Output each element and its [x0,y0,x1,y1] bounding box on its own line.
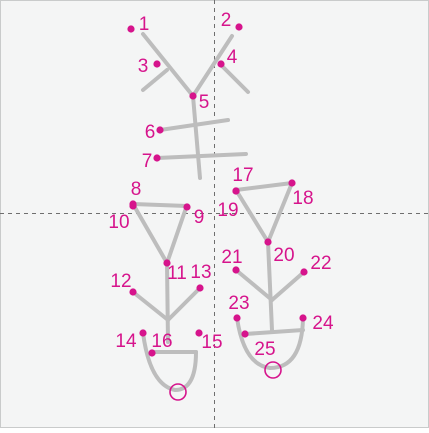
point-dot-2 [235,23,243,31]
point-label-25: 25 [254,339,275,360]
point-dot-15 [195,329,203,337]
point-dot-20 [264,238,272,246]
point-label-5: 5 [199,92,210,113]
point-label-2: 2 [221,10,232,31]
point-label-20: 20 [273,245,294,266]
point-label-16: 16 [151,331,172,352]
point-label-7: 7 [142,151,153,172]
point-dot-24 [299,314,307,322]
stroke-21 [234,268,274,302]
point-dot-14 [139,329,147,337]
stroke-14 [141,331,198,392]
stroke-17 [234,181,294,192]
point-label-13: 13 [190,262,211,283]
point-dot-1 [127,25,135,33]
point-label-17: 17 [232,165,253,186]
stroke-8 [131,202,189,208]
stroke-13 [166,286,202,322]
stroke-4 [218,62,250,94]
end-marker-left [169,383,187,401]
point-label-19: 19 [217,200,238,221]
stroke-22 [270,270,306,302]
point-dot-25 [241,330,249,338]
stroke-6 [158,118,230,132]
character-strokes [131,32,306,392]
stroke-2 [191,34,234,98]
point-dot-21 [232,266,240,274]
point-label-6: 6 [145,122,156,143]
point-label-21: 21 [221,247,242,268]
stroke-12 [131,290,170,322]
stroke-20 [266,240,274,332]
point-label-15: 15 [201,332,222,353]
stroke-11 [165,261,170,344]
point-dot-3 [153,60,161,68]
point-label-9: 9 [194,207,205,228]
point-label-11: 11 [167,263,187,284]
point-dot-5 [189,92,197,100]
point-dot-16 [148,349,156,357]
point-dot-23 [233,314,241,322]
stroke-5 [191,94,202,180]
point-label-22: 22 [310,253,331,274]
point-label-18: 18 [292,188,313,209]
point-label-14: 14 [115,331,137,352]
point-label-10: 10 [108,212,129,233]
point-dot-12 [129,288,137,296]
point-label-3: 3 [138,56,149,77]
point-dot-6 [156,126,164,134]
point-dot-11 [163,259,171,267]
point-label-8: 8 [131,179,142,200]
point-dot-13 [196,284,204,292]
point-dot-7 [153,154,161,162]
stroke-25 [243,328,305,336]
point-dot-18 [288,179,296,187]
end-marker-right [264,361,282,379]
point-label-24: 24 [312,313,334,334]
point-label-4: 4 [227,47,238,68]
stroke-23 [235,316,305,370]
stroke-1 [141,32,195,98]
point-dot-9 [183,203,191,211]
point-label-12: 12 [110,271,131,292]
point-dot-19 [232,187,240,195]
point-label-1: 1 [139,14,150,35]
point-label-23: 23 [228,293,249,314]
stroke-3 [141,68,169,92]
point-dot-4 [217,60,225,68]
stroke-7 [155,152,248,160]
point-dot-22 [300,268,308,276]
point-dot-10 [129,202,137,210]
